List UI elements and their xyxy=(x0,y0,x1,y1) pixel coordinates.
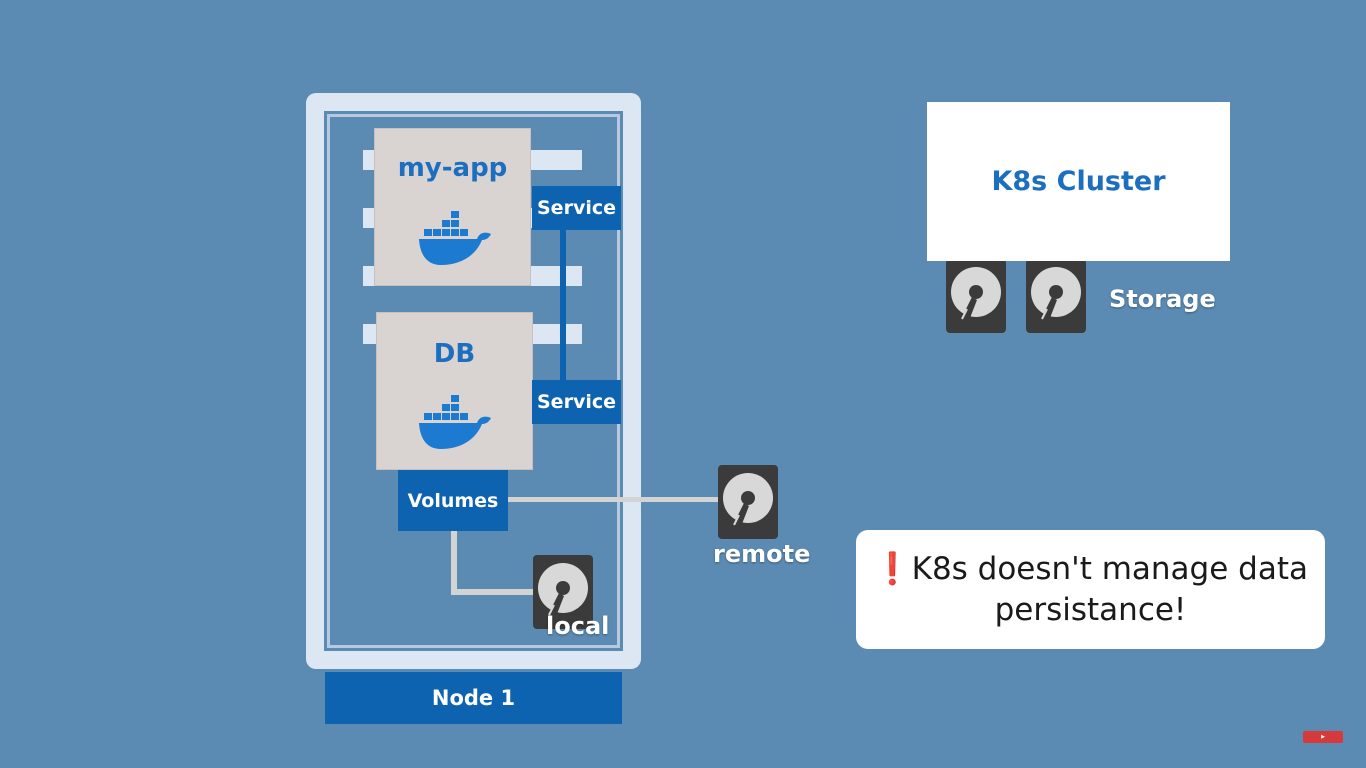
local-connector-horizontal xyxy=(451,589,535,595)
cluster-disk-icon xyxy=(946,259,1006,333)
docker-whale-icon xyxy=(419,211,491,265)
cluster-title: K8s Cluster xyxy=(991,166,1166,197)
db-service-box: Service xyxy=(532,380,621,424)
db-pod: DB xyxy=(377,313,532,469)
volumes-box: Volumes xyxy=(398,470,508,531)
node-label: Node 1 xyxy=(431,686,516,710)
local-label: local xyxy=(546,612,610,640)
k8s-cluster-box: K8s Cluster xyxy=(927,102,1230,261)
service-connector-line xyxy=(560,228,566,384)
warning-note: ❗K8s doesn't manage data persistance! xyxy=(856,530,1325,649)
note-line-1: K8s doesn't manage data xyxy=(911,550,1308,587)
volumes-label: Volumes xyxy=(407,489,499,512)
app-service-box: Service xyxy=(532,186,621,230)
remote-connector-line xyxy=(508,497,718,502)
note-line-2: persistance! xyxy=(994,591,1187,628)
docker-whale-icon xyxy=(419,395,491,449)
app-service-label: Service xyxy=(537,197,616,219)
my-app-pod: my-app xyxy=(375,129,530,285)
remote-label: remote xyxy=(713,540,811,568)
cluster-disk-icon xyxy=(1026,259,1086,333)
node-label-box: Node 1 xyxy=(325,672,622,724)
db-service-label: Service xyxy=(537,391,616,413)
local-connector-vertical xyxy=(451,531,457,594)
local-disk-icon xyxy=(533,555,593,629)
exclamation-icon: ❗ xyxy=(873,550,912,587)
db-title: DB xyxy=(433,339,476,369)
remote-disk-icon xyxy=(718,465,778,539)
my-app-title: my-app xyxy=(397,153,508,183)
subscribe-badge-icon[interactable]: ▶ xyxy=(1303,731,1343,743)
cluster-storage-label: Storage xyxy=(1109,285,1216,313)
node-frame xyxy=(306,93,641,669)
